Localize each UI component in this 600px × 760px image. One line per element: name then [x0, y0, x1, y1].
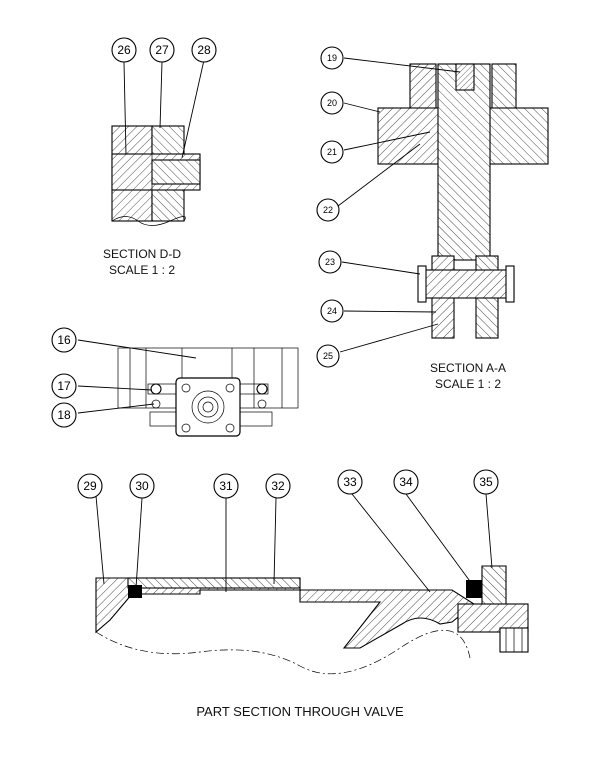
balloon-20: 20: [320, 91, 344, 115]
valve-housing-33: [299, 589, 475, 649]
svg-text:27: 27: [155, 43, 169, 57]
balloon-29: 29: [77, 473, 103, 499]
valve-liner: [127, 577, 301, 589]
balloon-22: 22: [316, 198, 340, 222]
balloon-35: 35: [473, 469, 499, 495]
aa-key: [455, 63, 475, 91]
aa-washer-left: [417, 265, 427, 303]
section-a-a: SECTION A-A SCALE 1 : 2: [337, 57, 549, 391]
svg-text:25: 25: [323, 351, 333, 361]
section-aa-scale: SCALE 1 : 2: [435, 377, 501, 391]
svg-text:23: 23: [325, 257, 335, 267]
svg-text:19: 19: [327, 53, 337, 63]
svg-text:29: 29: [83, 479, 97, 493]
svg-text:20: 20: [327, 98, 337, 108]
svg-text:33: 33: [343, 475, 357, 489]
actuator-mount-plate: [175, 377, 241, 437]
section-d-d: SECTION D-D SCALE 1 : 2: [103, 59, 205, 277]
svg-text:21: 21: [327, 147, 337, 157]
svg-text:26: 26: [117, 43, 131, 57]
valve-break-line: [95, 629, 471, 675]
balloon-21: 21: [320, 140, 344, 164]
actuator-bolt-right: [256, 383, 268, 395]
actuator-view: [77, 339, 299, 437]
aa-pin: [421, 269, 515, 299]
balloon-33: 33: [337, 469, 363, 495]
balloon-17: 17: [51, 373, 77, 399]
svg-text:35: 35: [479, 475, 493, 489]
valve-flange: [457, 603, 529, 633]
svg-text:28: 28: [197, 43, 211, 57]
dd-spigot: [151, 159, 201, 185]
balloon-27: 27: [149, 37, 175, 63]
aa-shaft: [437, 63, 491, 261]
valve-part-section: PART SECTION THROUGH VALVE: [95, 493, 529, 719]
valve-seal-30: [128, 585, 142, 598]
balloon-24: 24: [320, 299, 344, 323]
balloon-25: 25: [316, 344, 340, 368]
balloon-18: 18: [51, 402, 77, 428]
svg-text:24: 24: [327, 306, 337, 316]
svg-text:30: 30: [135, 479, 149, 493]
section-aa-title: SECTION A-A: [430, 361, 506, 375]
aa-right-flange: [489, 107, 549, 165]
balloon-23: 23: [318, 250, 342, 274]
balloon-30: 30: [129, 473, 155, 499]
valve-ring-35: [481, 565, 507, 611]
balloon-34: 34: [393, 469, 419, 495]
dd-break-line: [111, 216, 186, 226]
balloon-31: 31: [213, 473, 239, 499]
section-dd-scale: SCALE 1 : 2: [109, 263, 175, 277]
balloon-26: 26: [111, 37, 137, 63]
section-dd-title: SECTION D-D: [103, 247, 181, 261]
valve-section-title: PART SECTION THROUGH VALVE: [196, 704, 404, 719]
svg-text:31: 31: [219, 479, 233, 493]
svg-text:18: 18: [57, 408, 71, 422]
balloons: 26 27 28 19 20 21 22 23 24 25 16 17 18 2…: [51, 37, 499, 499]
balloon-32: 32: [265, 473, 291, 499]
svg-text:17: 17: [57, 379, 71, 393]
aa-washer-right: [505, 265, 515, 303]
svg-text:16: 16: [57, 333, 71, 347]
balloon-28: 28: [191, 37, 217, 63]
svg-text:34: 34: [399, 475, 413, 489]
valve-seal-34: [466, 580, 482, 598]
svg-text:22: 22: [323, 205, 333, 215]
balloon-16: 16: [51, 327, 77, 353]
balloon-19: 19: [320, 46, 344, 70]
actuator-bolt-left: [150, 383, 162, 395]
svg-text:32: 32: [271, 479, 285, 493]
